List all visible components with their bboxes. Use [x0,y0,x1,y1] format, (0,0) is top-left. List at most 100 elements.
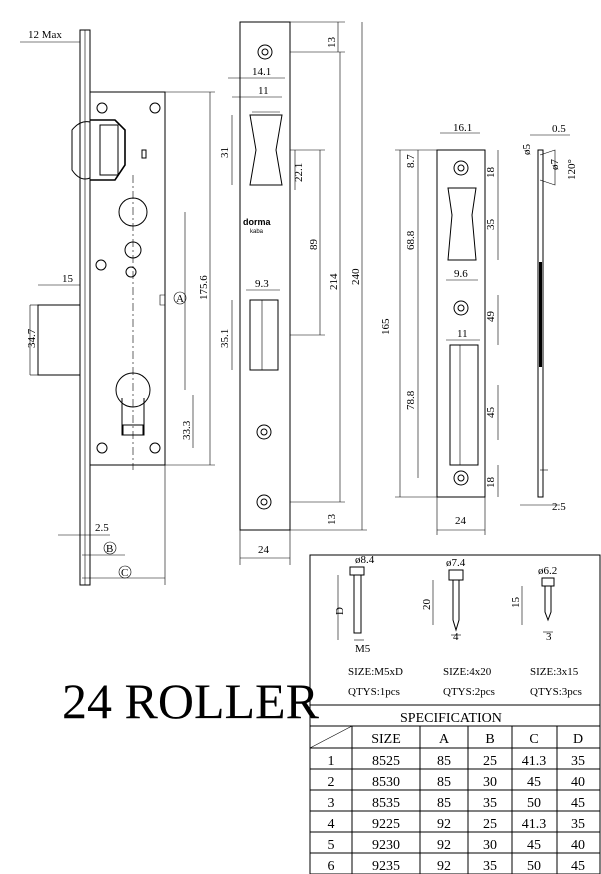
cell-a: 85 [437,775,451,790]
dim-22-1: 22.1 [293,163,305,182]
side-view-dimensions: 12 Max 15 34.7 2.5 B C A 175.6 33.3 [20,29,215,585]
brand-sub: kaba [250,229,264,235]
dim-13-bottom: 13 [326,514,338,526]
cell-size: 8535 [372,796,400,811]
dim-14-1: 14.1 [252,66,271,78]
cell-d: 40 [571,775,585,790]
screw-2-length: 20 [421,599,433,611]
dim-89: 89 [308,239,320,251]
dim-35-strike: 35 [485,219,497,231]
screw-4x20: ø7.4 20 4 SIZE:4x20 QTYS:2pcs [421,557,495,698]
screw-2-head: ø7.4 [446,557,466,569]
cell-size: 9225 [372,817,400,832]
dim-78-8: 78.8 [405,390,417,410]
screw-3-qty: QTYS:3pcs [530,686,582,698]
lock-side-view [30,29,166,586]
dim-0-5: 0.5 [552,123,566,135]
label-b: B [106,543,113,555]
cell-a: 85 [437,796,451,811]
cell-size: 9235 [372,859,400,874]
screw-3-size: SIZE:3x15 [530,666,579,678]
cell-c: 41.3 [522,754,547,769]
cell-b: 35 [483,859,497,874]
header-size: SIZE [371,732,401,747]
dim-45: 45 [485,407,497,419]
screw-1-head: ø8.4 [355,554,375,566]
screw-3-thread: 3 [546,631,552,643]
header-d: D [573,732,583,747]
table-row: 3 8535 85 35 50 45 [328,796,586,811]
dim-49: 49 [485,311,497,323]
cell-b: 30 [483,775,497,790]
screw-2-qty: QTYS:2pcs [443,686,495,698]
table-row: 6 9235 92 35 50 45 [328,859,586,874]
dim-9-3: 9.3 [255,278,269,290]
dim-13-top: 13 [326,37,338,49]
faceplate-front-view: dorma kaba [239,21,291,531]
dim-175-6: 175.6 [198,275,210,300]
row-number: 5 [328,838,335,853]
dim-2-5-left: 2.5 [95,522,109,534]
max-dim: 12 Max [28,29,62,41]
table-row: 4 9225 92 25 41.3 35 [328,817,586,832]
dim-240: 240 [350,268,362,285]
cell-size: 8525 [372,754,400,769]
spec-title: SPECIFICATION [400,711,502,726]
dim-9-6: 9.6 [454,268,468,280]
row-number: 3 [328,796,335,811]
screw-3-head: ø6.2 [538,565,557,577]
strike-plate-view [436,149,486,498]
cell-a: 92 [437,859,451,874]
product-title: 24 ROLLER [62,673,320,729]
table-row: 2 8530 85 30 45 40 [328,775,586,790]
cell-d: 45 [571,859,585,874]
cell-a: 85 [437,754,451,769]
cell-a: 92 [437,838,451,853]
cell-d: 45 [571,796,585,811]
cell-b: 30 [483,838,497,853]
dim-7: ø7 [549,159,561,171]
label-c: C [121,567,128,579]
screw-1-thread: M5 [355,643,371,655]
cell-c: 50 [527,859,541,874]
row-number: 4 [328,817,335,832]
cell-size: 9230 [372,838,400,853]
spec-header-row: SIZE A B C D [371,732,583,747]
dim-33-3: 33.3 [181,420,193,440]
header-b: B [485,732,494,747]
dim-2-5-right: 2.5 [552,501,566,513]
screw-2-size: SIZE:4x20 [443,666,492,678]
cell-b: 25 [483,754,497,769]
cell-a: 92 [437,817,451,832]
screw-m5: ø8.4 D M5 SIZE:M5xD QTYS:1pcs [334,554,403,698]
row-number: 6 [328,859,335,874]
screw-2-thread: 4 [453,631,459,643]
dim-120: 120° [566,159,578,180]
label-a: A [176,293,184,305]
cell-c: 41.3 [522,817,547,832]
cell-d: 35 [571,817,585,832]
cell-b: 35 [483,796,497,811]
screw-1-qty: QTYS:1pcs [348,686,400,698]
dim-24-front: 24 [258,544,270,556]
front-view-dimensions: 13 14.1 11 31 22.1 89 214 240 9.3 35.1 1… [219,21,367,565]
screw-detail-box: ø8.4 D M5 SIZE:M5xD QTYS:1pcs ø7.4 20 4 … [309,554,601,706]
cell-size: 8530 [372,775,400,790]
strike-plate-dimensions: 16.1 8.7 18 68.8 35 9.6 165 49 11 78.8 4… [380,122,499,535]
dim-5: ø5 [521,144,533,156]
cell-b: 25 [483,817,497,832]
dim-11-strike: 11 [457,328,468,340]
screw-3-length: 15 [510,597,522,609]
cell-d: 40 [571,838,585,853]
dim-18-bottom: 18 [485,477,497,489]
dim-68-8: 68.8 [405,230,417,250]
strike-side-section [537,149,556,498]
strike-side-dimensions: 0.5 ø5 ø7 120° 2.5 [520,123,578,513]
cell-c: 50 [527,796,541,811]
table-row: 1 8525 85 25 41.3 35 [328,754,586,769]
screw-1-length: D [334,607,346,615]
dim-16-1: 16.1 [453,122,472,134]
header-a: A [439,732,450,747]
screw-1-size: SIZE:M5xD [348,666,403,678]
